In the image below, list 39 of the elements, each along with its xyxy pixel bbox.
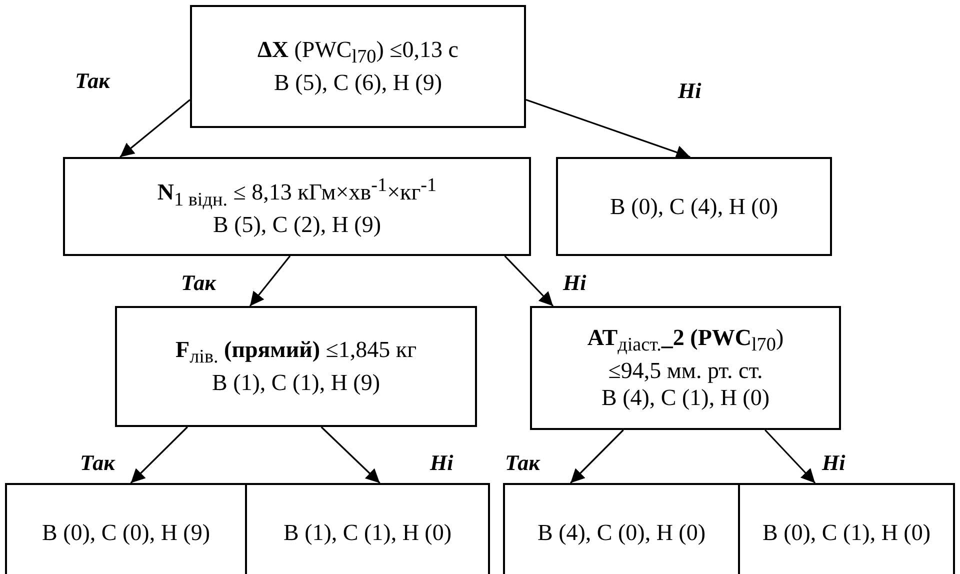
arrow xyxy=(130,426,188,484)
arrow xyxy=(570,429,624,484)
node-text: В (5), С (2), Н (9) xyxy=(213,211,381,239)
edge-label: Так xyxy=(181,270,216,296)
decision-box xyxy=(190,5,526,128)
arrow xyxy=(526,98,690,159)
node-text: В (1), С (1), Н (0) xyxy=(284,519,452,547)
arrow xyxy=(320,426,380,484)
decision-box xyxy=(503,483,740,574)
edge-label: Ні xyxy=(678,78,702,104)
edge-label: Так xyxy=(505,450,540,476)
decision-box xyxy=(556,157,832,256)
node-text: В (5), С (6), Н (9) xyxy=(274,69,442,97)
node-text: В (4), С (0), Н (0) xyxy=(538,519,706,547)
node-text: ΔX (PWC$_{l70}$) ≤0,13 с xyxy=(257,36,458,69)
edge-label: Так xyxy=(80,450,115,476)
node-text: В (4), С (1), Н (0) xyxy=(602,384,770,412)
decision-box xyxy=(115,306,477,427)
decision-box xyxy=(738,483,955,574)
arrow xyxy=(249,256,291,306)
arrow xyxy=(764,429,816,484)
node-text: В (0), С (0), Н (9) xyxy=(42,519,210,547)
decision-box xyxy=(63,157,531,256)
node-text: ≤94,5 мм. рт. ст. xyxy=(608,356,763,384)
node-text: AT$_{діаст.}$_2 (PWC$_{l70}$) xyxy=(587,324,784,357)
decision-box xyxy=(245,483,490,574)
edge-label: Ні xyxy=(822,450,846,476)
node-text: В (0), С (4), Н (0) xyxy=(610,192,778,220)
node-text: В (1), С (1), Н (9) xyxy=(212,369,380,397)
decision-box xyxy=(5,483,247,574)
edge-label: Ні xyxy=(563,270,586,296)
node-text: F$_{лів.}$ (прямий) ≤1,845 кг xyxy=(176,336,416,369)
edge-label: Ні xyxy=(430,450,454,476)
arrow xyxy=(120,99,190,158)
decision-box xyxy=(530,306,841,430)
arrow xyxy=(504,255,554,307)
node-text: N$_{1 відн.}$ ≤ 8,13 кГм×хв$^{-1}$×кг$^{-1}$ xyxy=(157,174,437,212)
edge-label: Так xyxy=(75,68,110,94)
node-text: В (0), С (1), Н (0) xyxy=(762,519,930,547)
